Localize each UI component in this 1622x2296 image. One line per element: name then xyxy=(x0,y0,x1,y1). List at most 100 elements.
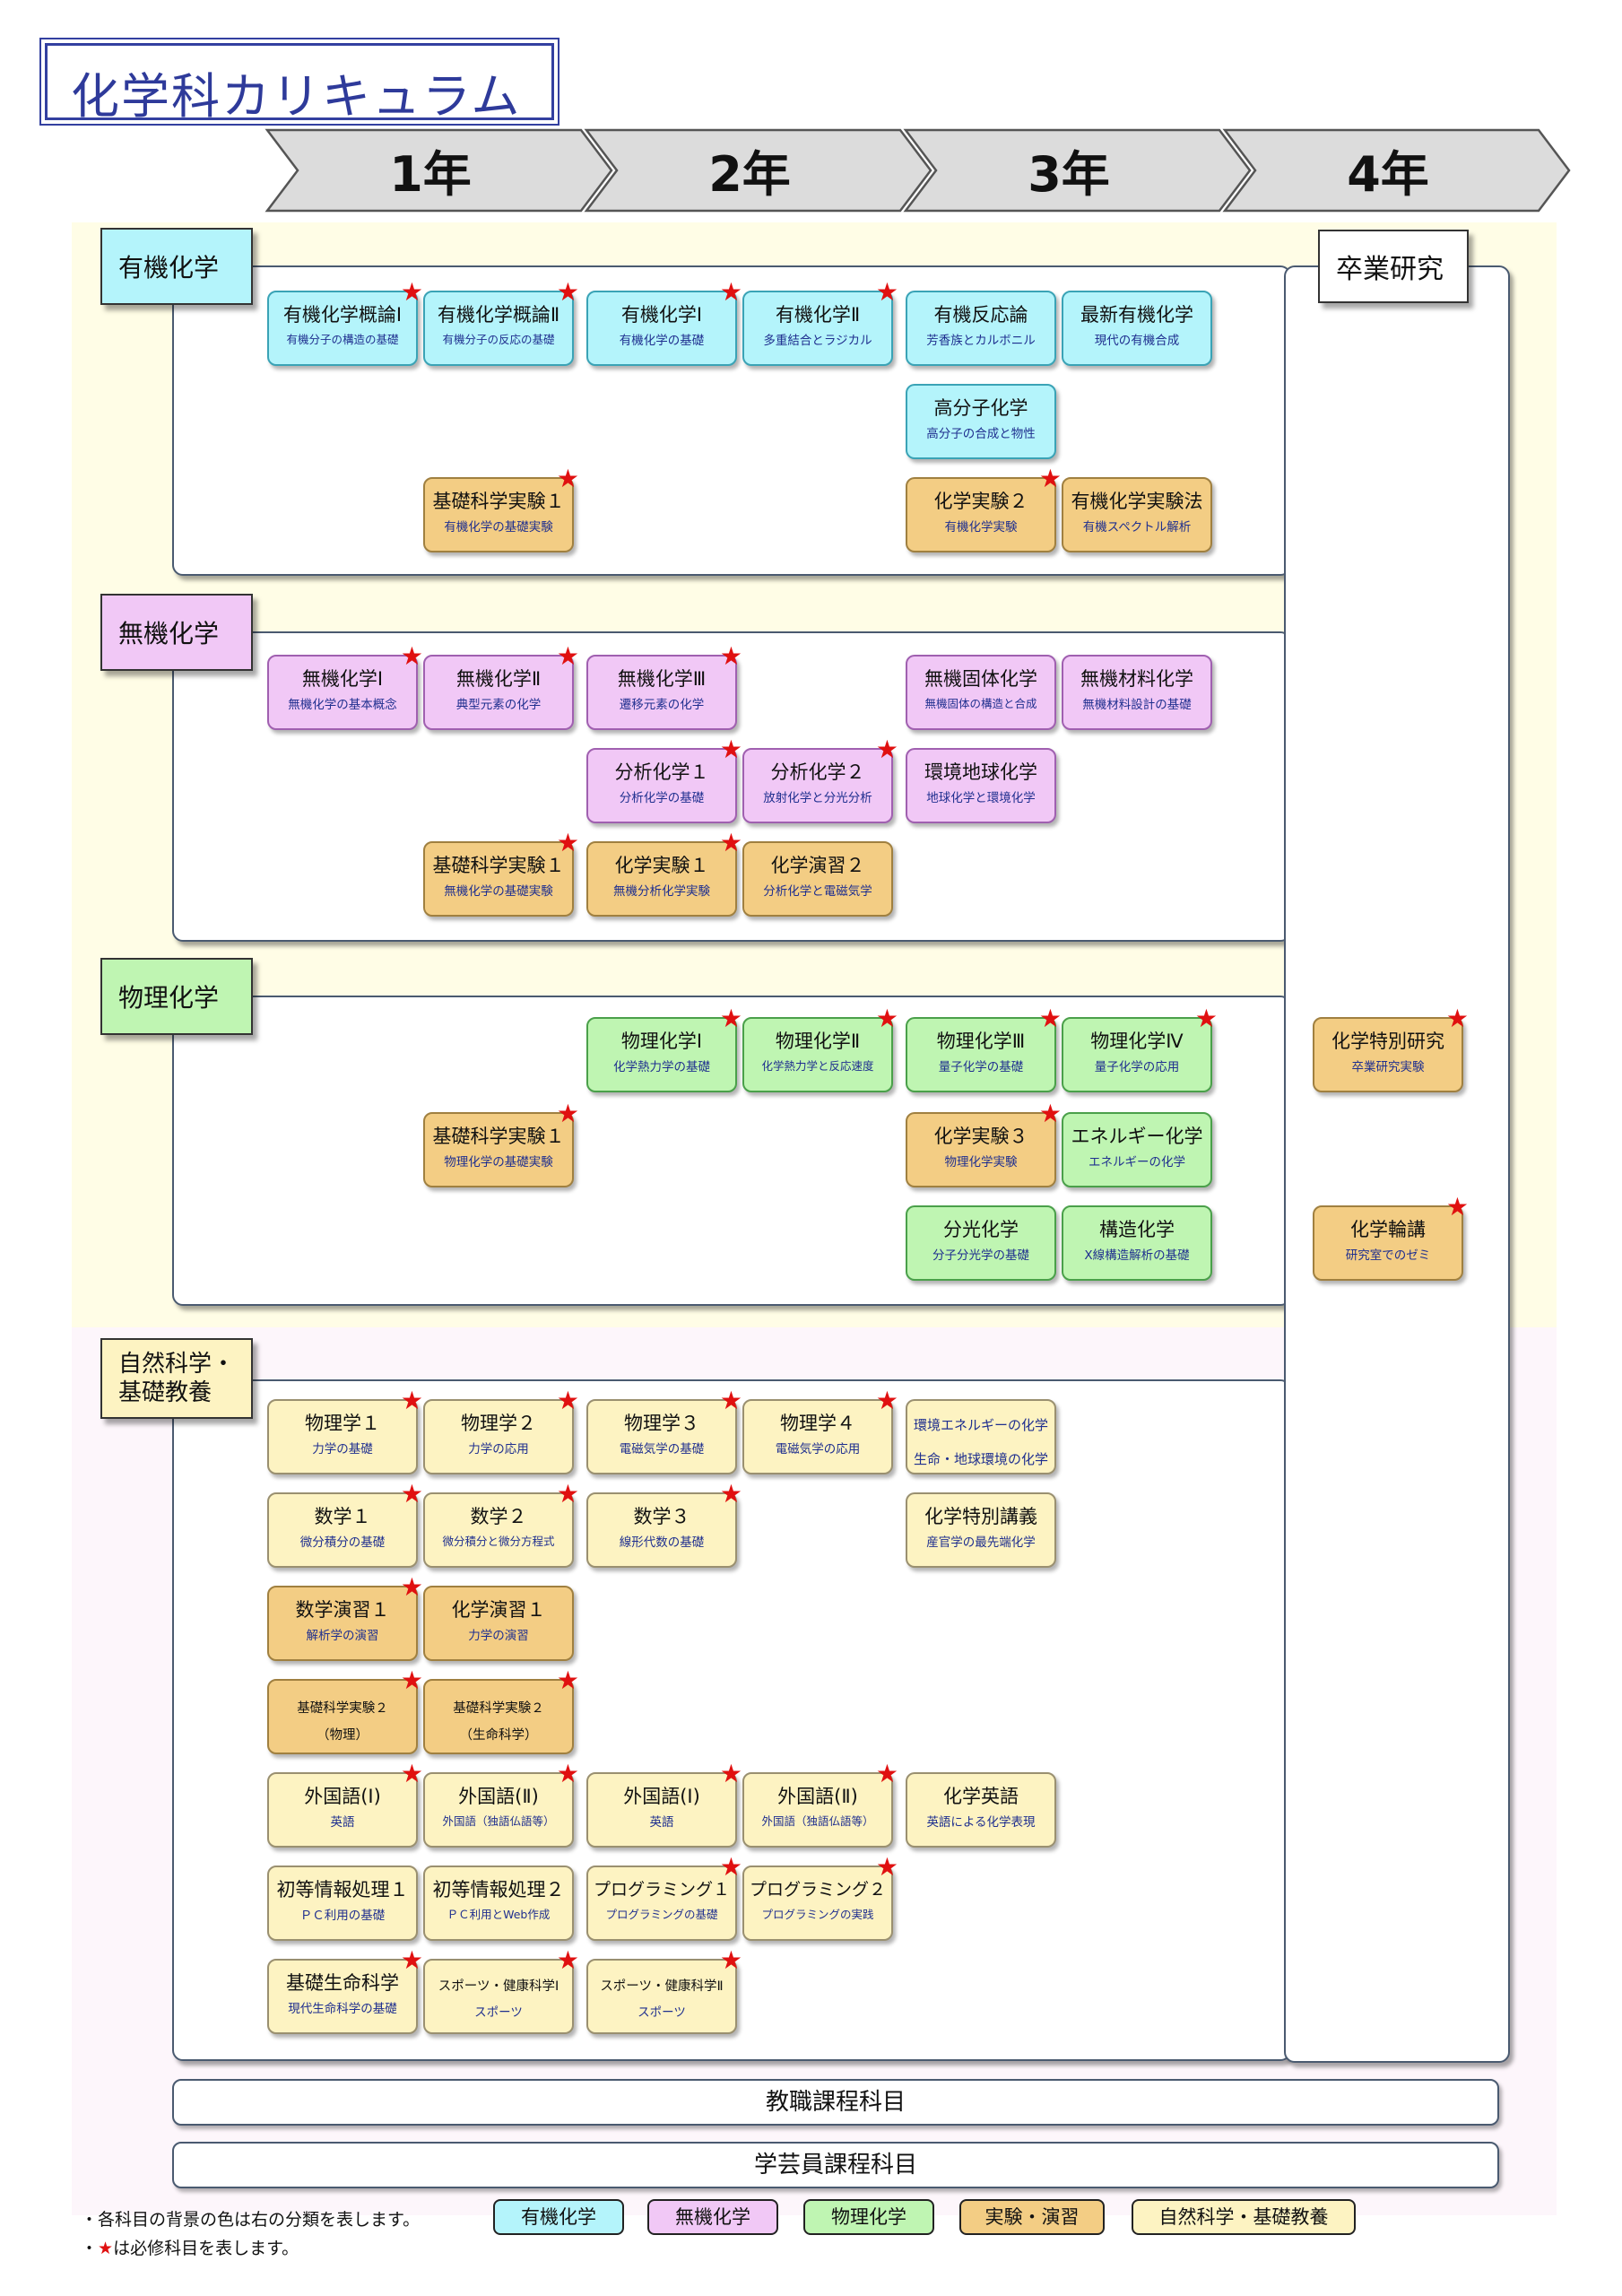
required-star-icon: ★ xyxy=(400,277,423,307)
course-card[interactable]: 有機反応論芳香族とカルボニル xyxy=(906,291,1056,366)
course-desc: 物理化学実験 xyxy=(944,1155,1018,1170)
course-card[interactable]: 環境地球化学地球化学と環境化学 xyxy=(906,748,1056,823)
course-card[interactable]: 環境エネルギーの化学生命・地球環境の化学 xyxy=(906,1399,1056,1474)
year-arrow-4 xyxy=(1222,128,1571,213)
category-inorganic: 無機化学 xyxy=(100,594,253,671)
required-star-icon: ★ xyxy=(719,641,742,671)
course-name: 無機材料化学 xyxy=(1080,668,1193,690)
course-desc: 放射化学と分光分析 xyxy=(763,791,872,805)
course-name: 外国語(Ⅰ) xyxy=(304,1786,381,1807)
course-card[interactable]: 最新有機化学現代の有機合成 xyxy=(1062,291,1212,366)
course-card[interactable]: 外国語(Ⅰ)英語★ xyxy=(586,1761,742,1848)
course-desc: 遷移元素の化学 xyxy=(619,698,705,712)
course-card[interactable]: 有機化学実験法有機スペクトル解析 xyxy=(1062,477,1212,552)
course-desc: 微分積分と微分方程式 xyxy=(442,1535,555,1548)
required-star-icon: ★ xyxy=(719,277,742,307)
course-name: 有機化学概論Ⅰ xyxy=(282,304,403,326)
title-box: 化学科カリキュラム xyxy=(39,38,559,126)
course-card[interactable]: 外国語(Ⅱ)外国語（独語仏語等）★ xyxy=(423,1761,579,1848)
required-star-icon: ★ xyxy=(400,1665,423,1695)
course-card[interactable]: 基礎科学実験２ （生命科学）★ xyxy=(423,1668,579,1754)
course-desc: 物理化学の基礎実験 xyxy=(444,1155,553,1170)
course-card[interactable]: 化学輪講研究室でのゼミ★ xyxy=(1313,1195,1469,1281)
course-desc: 無機固体の構造と合成 xyxy=(924,697,1037,710)
curator-courses-bar[interactable]: 学芸員課程科目 xyxy=(172,2142,1499,2188)
course-name: 分析化学２ xyxy=(770,761,865,783)
course-desc: 量子化学の基礎 xyxy=(938,1060,1024,1074)
course-card[interactable]: 化学特別講義産官学の最先端化学 xyxy=(906,1492,1056,1568)
course-name: 基礎科学実験２ （物理） xyxy=(297,1701,388,1743)
course-card[interactable]: 外国語(Ⅰ)英語★ xyxy=(267,1761,423,1848)
course-card[interactable]: 有機化学概論Ⅰ 有機分子の構造の基礎 ★ xyxy=(267,280,423,366)
required-star-icon: ★ xyxy=(719,735,742,764)
required-star-icon: ★ xyxy=(719,1386,742,1415)
course-name: 物理化学Ⅰ xyxy=(620,1031,703,1052)
year-arrow-2 xyxy=(584,128,932,213)
course-card[interactable]: 化学特別研究卒業研究実験★ xyxy=(1313,1006,1469,1092)
course-name: 環境エネルギーの化学 xyxy=(913,1417,1048,1433)
course-card[interactable]: 外国語(Ⅱ)外国語（独語仏語等）★ xyxy=(742,1761,898,1848)
year-arrow-1 xyxy=(265,128,613,213)
course-desc: 無機材料設計の基礎 xyxy=(1082,698,1192,712)
course-desc: 英語 xyxy=(330,1815,355,1830)
course-desc: 外国語（独語仏語等） xyxy=(761,1814,874,1828)
course-desc: 産官学の最先端化学 xyxy=(926,1535,1036,1550)
course-card[interactable]: 基礎科学実験２ （物理） ★ xyxy=(267,1668,423,1754)
course-card[interactable]: 高分子化学高分子の合成と物性 xyxy=(906,384,1056,459)
course-card[interactable]: 分光化学分子分光学の基礎 xyxy=(906,1205,1056,1281)
required-star-icon: ★ xyxy=(1445,1192,1469,1222)
course-desc: 有機分子の構造の基礎 xyxy=(286,333,399,346)
legend-organic: 有機化学 xyxy=(493,2199,624,2235)
course-card[interactable]: 無機固体化学無機固体の構造と合成 xyxy=(906,655,1056,730)
course-card[interactable]: 化学英語英語による化学表現 xyxy=(906,1772,1056,1848)
course-desc: 卒業研究実験 xyxy=(1351,1060,1425,1074)
course-desc: 力学の応用 xyxy=(468,1442,529,1457)
course-desc: ＰＣ利用とWeb作成 xyxy=(447,1908,551,1921)
course-card[interactable]: 無機材料化学無機材料設計の基礎 xyxy=(1062,655,1212,730)
course-card[interactable]: 基礎生命科学現代生命科学の基礎★ xyxy=(267,1948,423,2034)
required-star-icon: ★ xyxy=(1038,464,1062,493)
course-name: 物理化学Ⅳ xyxy=(1090,1031,1184,1052)
course-name: 高分子化学 xyxy=(933,397,1028,419)
course-name: 数学２ xyxy=(470,1506,527,1527)
teaching-courses-bar[interactable]: 教職課程科目 xyxy=(172,2079,1499,2126)
course-card[interactable]: エネルギー化学エネルギーの化学 xyxy=(1062,1112,1212,1187)
course-name: スポーツ・健康科学Ⅱ xyxy=(600,1979,724,1994)
note-color: ・各科目の背景の色は右の分類を表します。 xyxy=(81,2210,421,2230)
